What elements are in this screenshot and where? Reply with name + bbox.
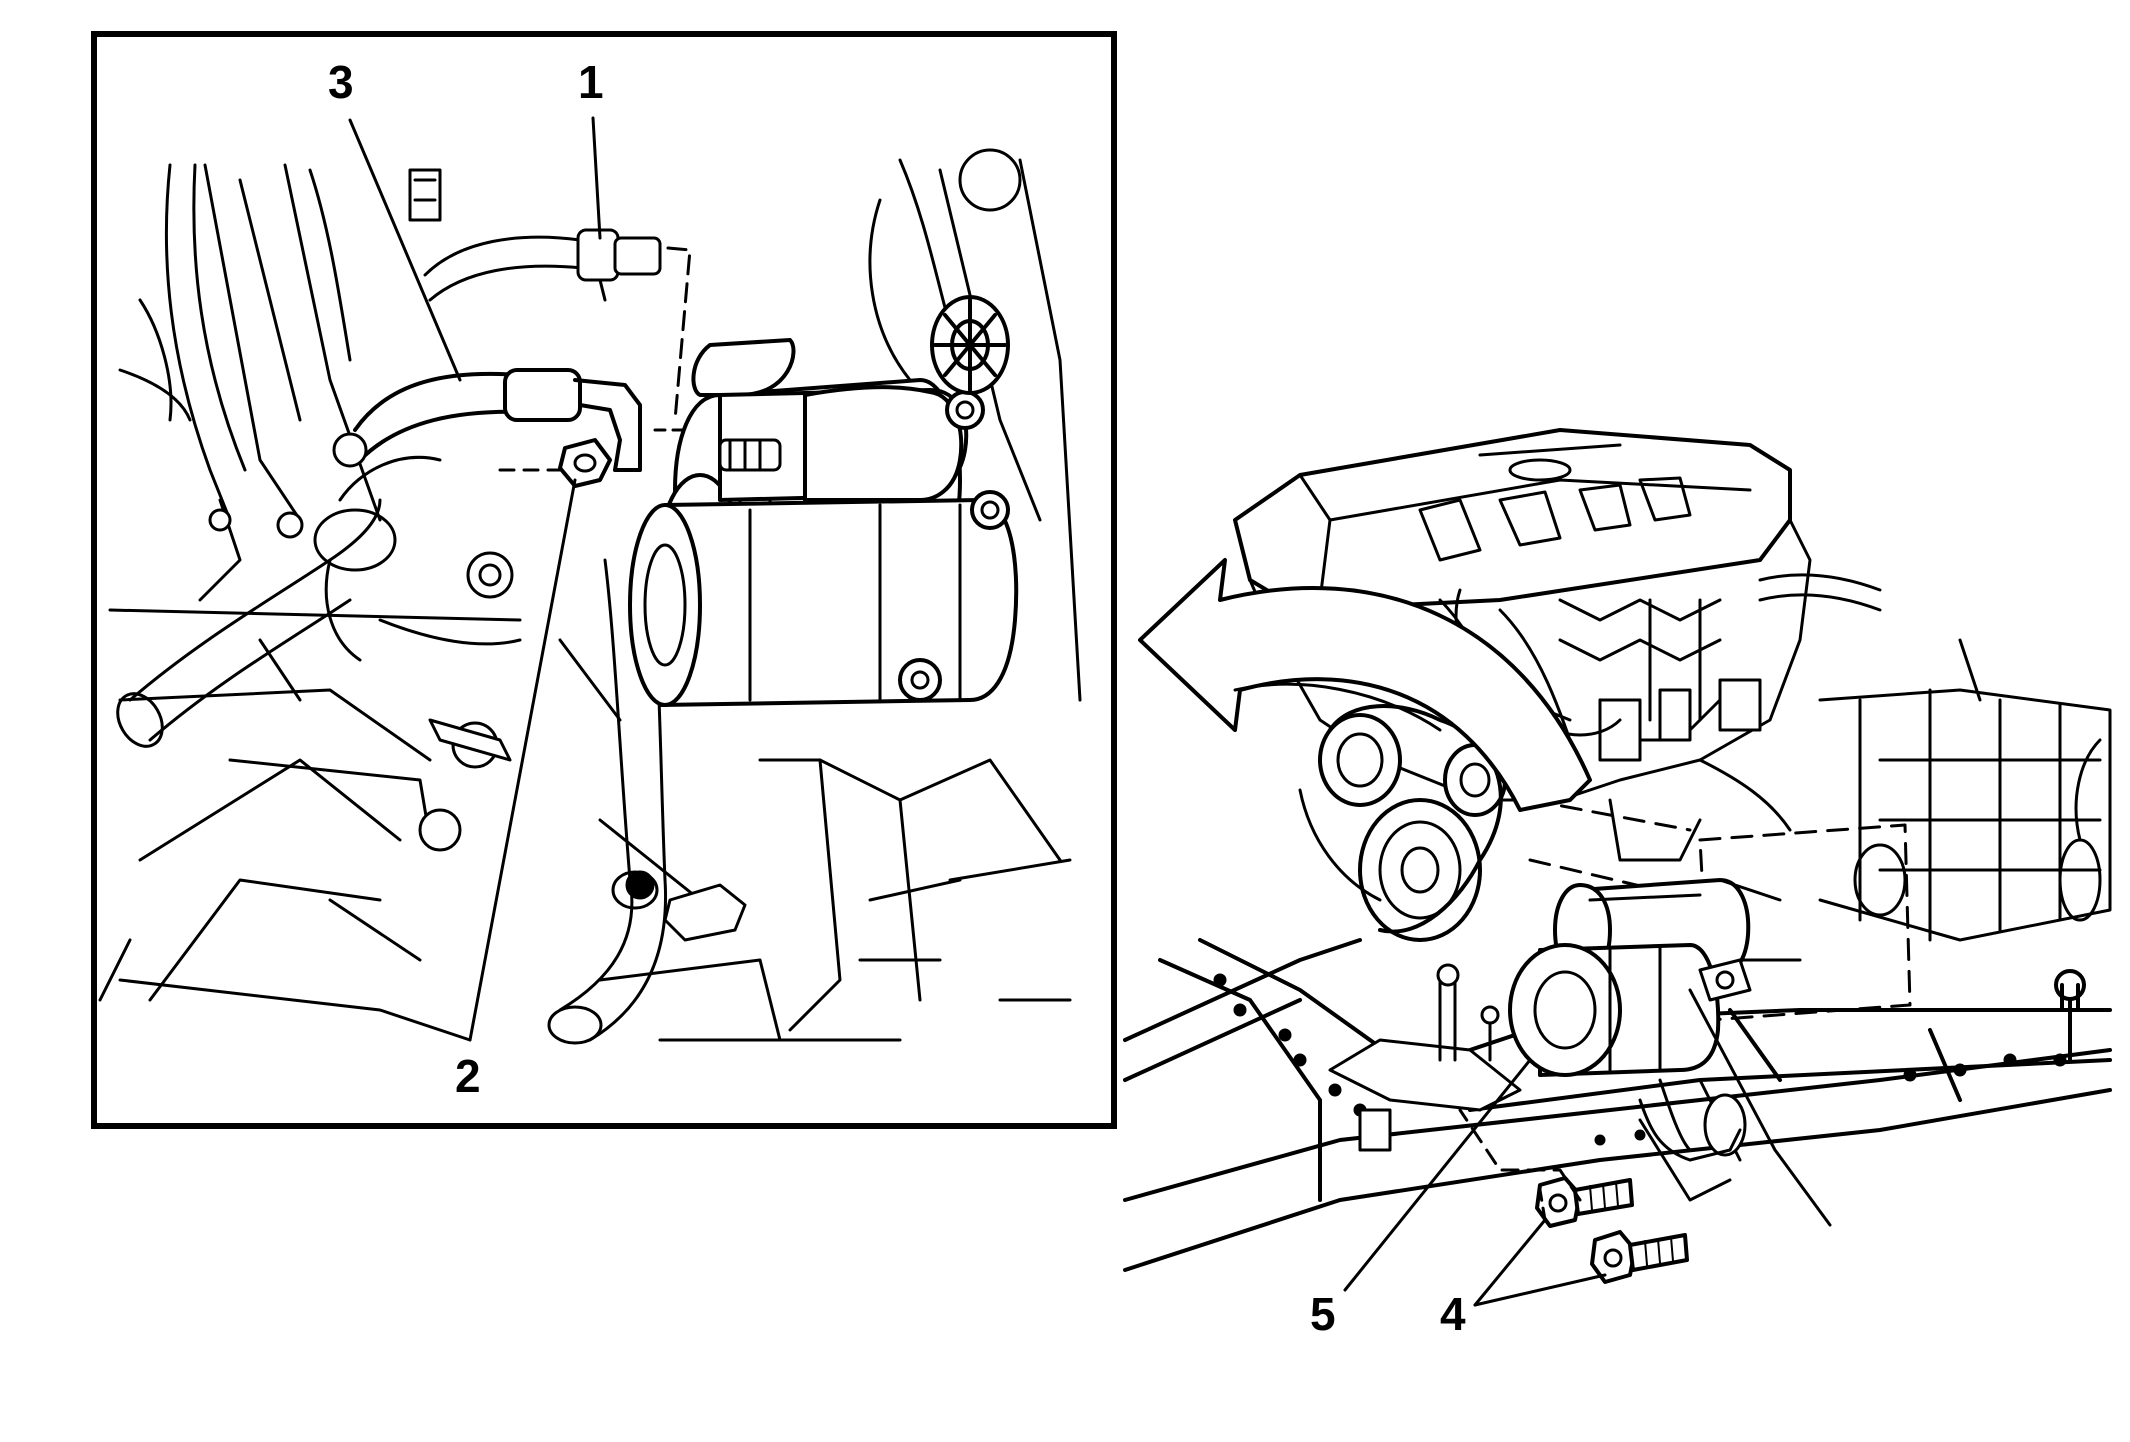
bolt-upper [1535,1176,1634,1228]
nut [558,438,612,488]
curved-arrow-icon [1138,558,1592,812]
leader-2 [468,478,577,1042]
leader-5 [1343,1058,1532,1292]
engine-body [1248,518,1882,862]
callout-3: 3 [328,56,354,108]
engine-cover [1233,428,1792,612]
callout-4: 4 [1440,1288,1466,1340]
callout-5: 5 [1310,1288,1336,1340]
detail-leader-lines [348,116,602,1042]
leader-4a [1473,1218,1547,1307]
coolant-hose [116,455,522,748]
detail-view: 1 2 3 [91,31,1117,1129]
bolt-lower [1590,1230,1689,1284]
leader-1 [591,116,602,240]
frame-holes [1213,973,2067,1152]
callout-2: 2 [455,1050,481,1102]
bolts [1535,1176,1689,1284]
leader-4b [1473,1273,1607,1307]
harness-connector [408,168,662,302]
overview-view: 4 5 [1123,428,2112,1340]
leader-3 [348,118,462,382]
overview-leader-lines [1343,988,1832,1307]
leader-4c [1538,1188,1547,1222]
starter-motor-overview [1508,878,1802,1077]
mount-bracket [1328,963,1747,1162]
battery-cable [353,368,642,472]
transmission [1818,638,2112,942]
starter-motor-detail [628,338,1019,707]
callout-1: 1 [578,56,604,108]
detail-bolts [208,148,1022,942]
pulley [930,295,1010,395]
